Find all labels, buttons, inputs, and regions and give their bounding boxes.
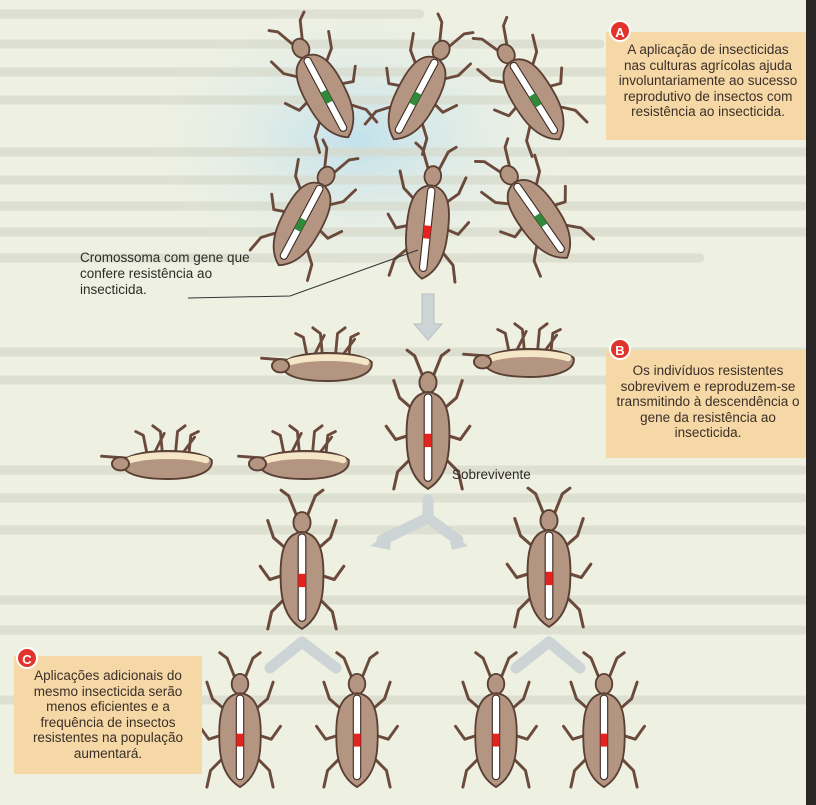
final-insect-3 — [456, 653, 537, 787]
note-b-text: Os indivíduos resistentes sobrevivem e r… — [616, 363, 799, 440]
final-insect-2 — [317, 653, 398, 787]
dead-insect-3 — [102, 426, 212, 479]
insect-green-1 — [252, 3, 384, 156]
fork-arrow — [382, 500, 458, 540]
insect-green-3 — [456, 7, 593, 160]
note-b: Os indivíduos resistentes sobrevivem e r… — [606, 350, 810, 458]
dead-insect-1 — [262, 328, 372, 381]
insect-green-2 — [359, 5, 491, 158]
badge-c: C — [16, 647, 38, 669]
badge-b: B — [609, 338, 631, 360]
dead-insect-4 — [239, 426, 349, 479]
offspring-insect-2 — [507, 488, 591, 627]
note-a-text: A aplicação de insecticidas nas culturas… — [619, 42, 798, 119]
dead-insect-2 — [464, 324, 574, 377]
badge-a: A — [609, 20, 631, 42]
note-c: Aplicações adicionais do mesmo insectici… — [14, 656, 202, 774]
insect-resistant-1 — [382, 141, 477, 283]
survivor-label: Sobrevivente — [452, 467, 531, 483]
chromosome-label: Cromossoma com gene que confere resistên… — [80, 250, 280, 298]
note-a: A aplicação de insecticidas nas culturas… — [606, 32, 810, 140]
note-c-text: Aplicações adicionais do mesmo insectici… — [33, 668, 183, 761]
page-edge — [806, 0, 816, 805]
offspring-insect-1 — [260, 490, 344, 629]
arrow-down — [414, 294, 442, 340]
final-insect-4 — [564, 653, 645, 787]
generation-1 — [244, 3, 600, 284]
generation-treated — [102, 324, 574, 489]
fork-arrows-2 — [270, 642, 580, 668]
